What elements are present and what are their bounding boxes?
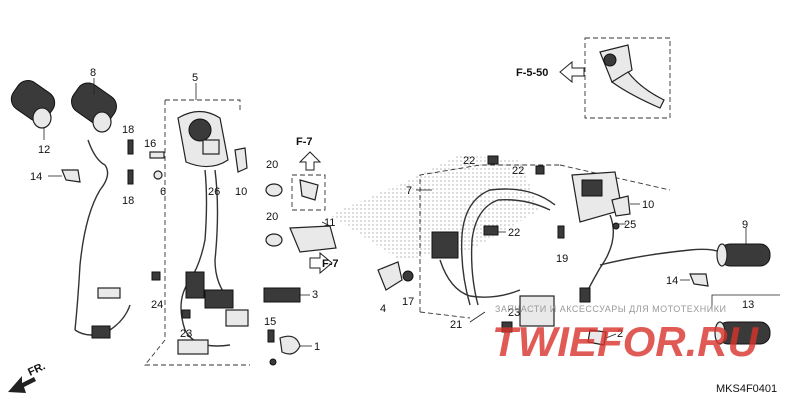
clip-1 xyxy=(279,335,301,355)
callout-25: 25 xyxy=(624,219,636,231)
clip-22a xyxy=(487,155,499,165)
clip-22c xyxy=(483,225,499,236)
callout-18a: 18 xyxy=(122,124,134,136)
group-outline-5 xyxy=(144,99,250,366)
watermark-logo: TWIEFOR.RU xyxy=(492,318,760,365)
callout-17: 17 xyxy=(402,296,414,308)
brake-lever xyxy=(599,44,665,109)
callout-16: 16 xyxy=(144,138,156,150)
grip-heater-wire xyxy=(74,139,109,331)
bracket-f7 xyxy=(299,179,319,201)
ref-f7-top: F-7 xyxy=(296,136,313,148)
grip-end-12 xyxy=(32,107,52,129)
lever-box xyxy=(584,37,671,119)
front-direction-indicator: FR. xyxy=(8,360,47,393)
connector-left xyxy=(97,287,121,299)
diagram-code: MKS4F0401 xyxy=(716,383,777,395)
switch-housing-left xyxy=(177,110,249,355)
callout-10a: 10 xyxy=(235,186,247,198)
nut-17 xyxy=(402,270,414,282)
callout-10b: 10 xyxy=(642,199,654,211)
callout-23a: 23 xyxy=(180,328,192,340)
fr-label: FR. xyxy=(26,360,47,378)
callout-19: 19 xyxy=(556,253,568,265)
callout-8: 8 xyxy=(90,67,96,79)
callout-6: 6 xyxy=(160,186,166,198)
callout-23b: 23 xyxy=(508,307,520,319)
clip-2 xyxy=(587,329,607,346)
clip-22b xyxy=(535,165,545,175)
callout-18b: 18 xyxy=(122,195,134,207)
bracket-11 xyxy=(289,225,337,253)
callout-24: 24 xyxy=(151,299,163,311)
callout-13: 13 xyxy=(742,299,754,311)
callout-1: 1 xyxy=(314,341,320,353)
callout-15: 15 xyxy=(264,316,276,328)
ref-f550: F-5-50 xyxy=(516,67,548,79)
grip-end-8 xyxy=(92,111,112,133)
switch-housing-right xyxy=(571,171,721,303)
bolts-left xyxy=(127,139,165,185)
connector-left-b xyxy=(91,325,111,339)
callout-2: 2 xyxy=(617,328,623,340)
callout-3: 3 xyxy=(312,289,318,301)
left-grip-assembly xyxy=(10,80,131,339)
clamp-14 xyxy=(61,169,81,183)
ring-20b xyxy=(265,233,283,247)
callout-26: 26 xyxy=(208,186,220,198)
callout-4: 4 xyxy=(380,303,386,315)
callout-12: 12 xyxy=(38,144,50,156)
ref-arrow-f550 xyxy=(559,60,585,84)
callout-22a: 22 xyxy=(463,155,475,167)
callout-20a: 20 xyxy=(266,159,278,171)
callout-14a: 14 xyxy=(30,171,42,183)
ref-arrow-f7-mid xyxy=(309,251,333,275)
bolt-19 xyxy=(557,225,565,239)
ref-arrow-f7-top xyxy=(298,151,322,171)
ring-20a xyxy=(265,183,283,197)
right-harness xyxy=(431,188,556,333)
callout-22b: 22 xyxy=(512,165,524,177)
callout-9: 9 xyxy=(742,219,748,231)
clamp-14b xyxy=(689,273,709,287)
box-13 xyxy=(711,294,780,310)
callout-20b: 20 xyxy=(266,211,278,223)
callout-14b: 14 xyxy=(666,275,678,287)
callout-5: 5 xyxy=(192,72,198,84)
callout-11: 11 xyxy=(324,217,335,229)
ref-f7-mid: F-7 xyxy=(322,258,339,270)
callout-22c: 22 xyxy=(508,227,520,239)
callout-7: 7 xyxy=(406,185,412,197)
callout-21: 21 xyxy=(450,319,462,331)
watermark-banner: ЗАПЧАСТИ И АКСЕССУАРЫ ДЛЯ МОТОТЕХНИКИ xyxy=(495,304,726,314)
connector-3 xyxy=(263,287,301,303)
bracket-4 xyxy=(377,261,403,291)
